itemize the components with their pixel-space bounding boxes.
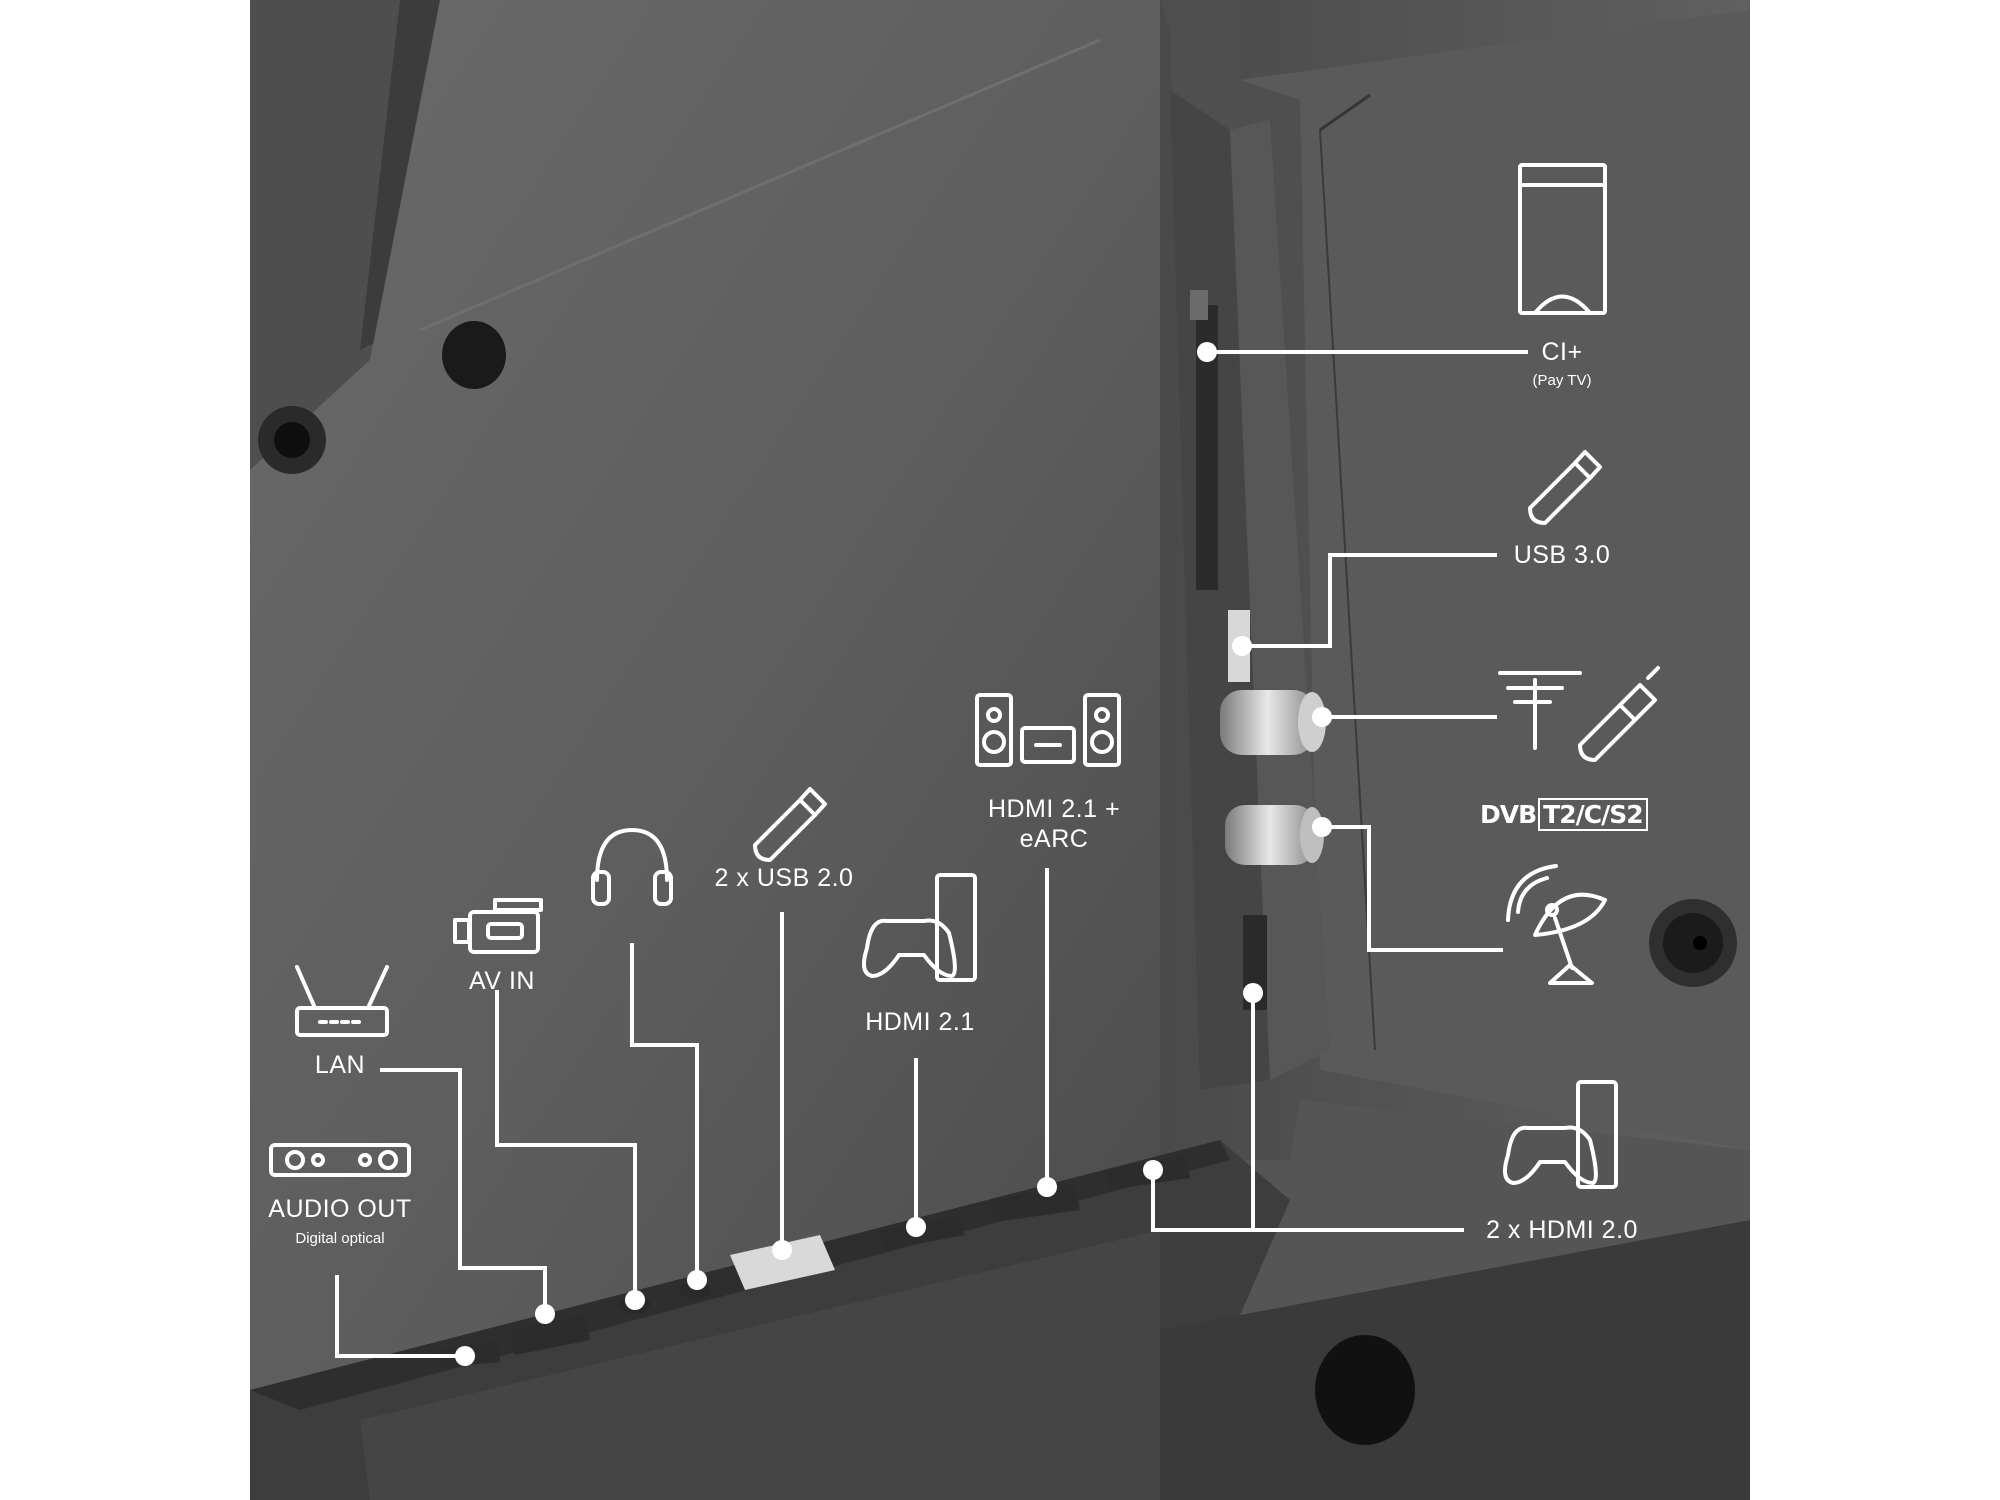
usb-stick-icon-usb2 — [753, 787, 827, 862]
hdmi20-label: 2 x HDMI 2.0 — [1486, 1216, 1638, 1244]
audio-out-label: AUDIO OUT — [268, 1195, 412, 1223]
usb2-label: 2 x USB 2.0 — [714, 864, 854, 892]
av-in-label: AV IN — [469, 967, 535, 995]
soundbar-icon — [269, 1143, 411, 1177]
audio-out-sub-label: Digital optical — [295, 1230, 385, 1247]
hdmi21-label: HDMI 2.1 — [865, 1008, 975, 1036]
ci-module-icon — [1518, 163, 1607, 315]
connection-dots — [455, 342, 1332, 1366]
ci-sub-label: (Pay TV) — [1532, 372, 1592, 389]
headphones-icon — [591, 828, 673, 906]
usb3-label: USB 3.0 — [1513, 541, 1611, 569]
coax-cable-icon — [1578, 666, 1660, 762]
antenna-icon — [1498, 671, 1582, 750]
satellite-dish-icon — [1506, 864, 1607, 985]
hdmi-earc-label-line1: HDMI 2.1 + — [987, 795, 1121, 823]
router-icon — [295, 965, 389, 1037]
dvb-logo-right: T2/C/S2 — [1538, 798, 1648, 831]
lan-label: LAN — [314, 1051, 366, 1079]
connection-lines — [335, 350, 1528, 1358]
usb-stick-icon — [1528, 450, 1602, 525]
dvb-logo-left: DVB — [1480, 800, 1537, 829]
camcorder-icon — [453, 898, 543, 954]
game-console-icon-hdmi21 — [861, 873, 977, 982]
hdmi-earc-label-line2: eARC — [1019, 825, 1089, 853]
speaker-system-icon — [975, 693, 1121, 767]
game-console-icon — [1502, 1080, 1618, 1189]
ci-label: CI+ — [1541, 338, 1583, 366]
